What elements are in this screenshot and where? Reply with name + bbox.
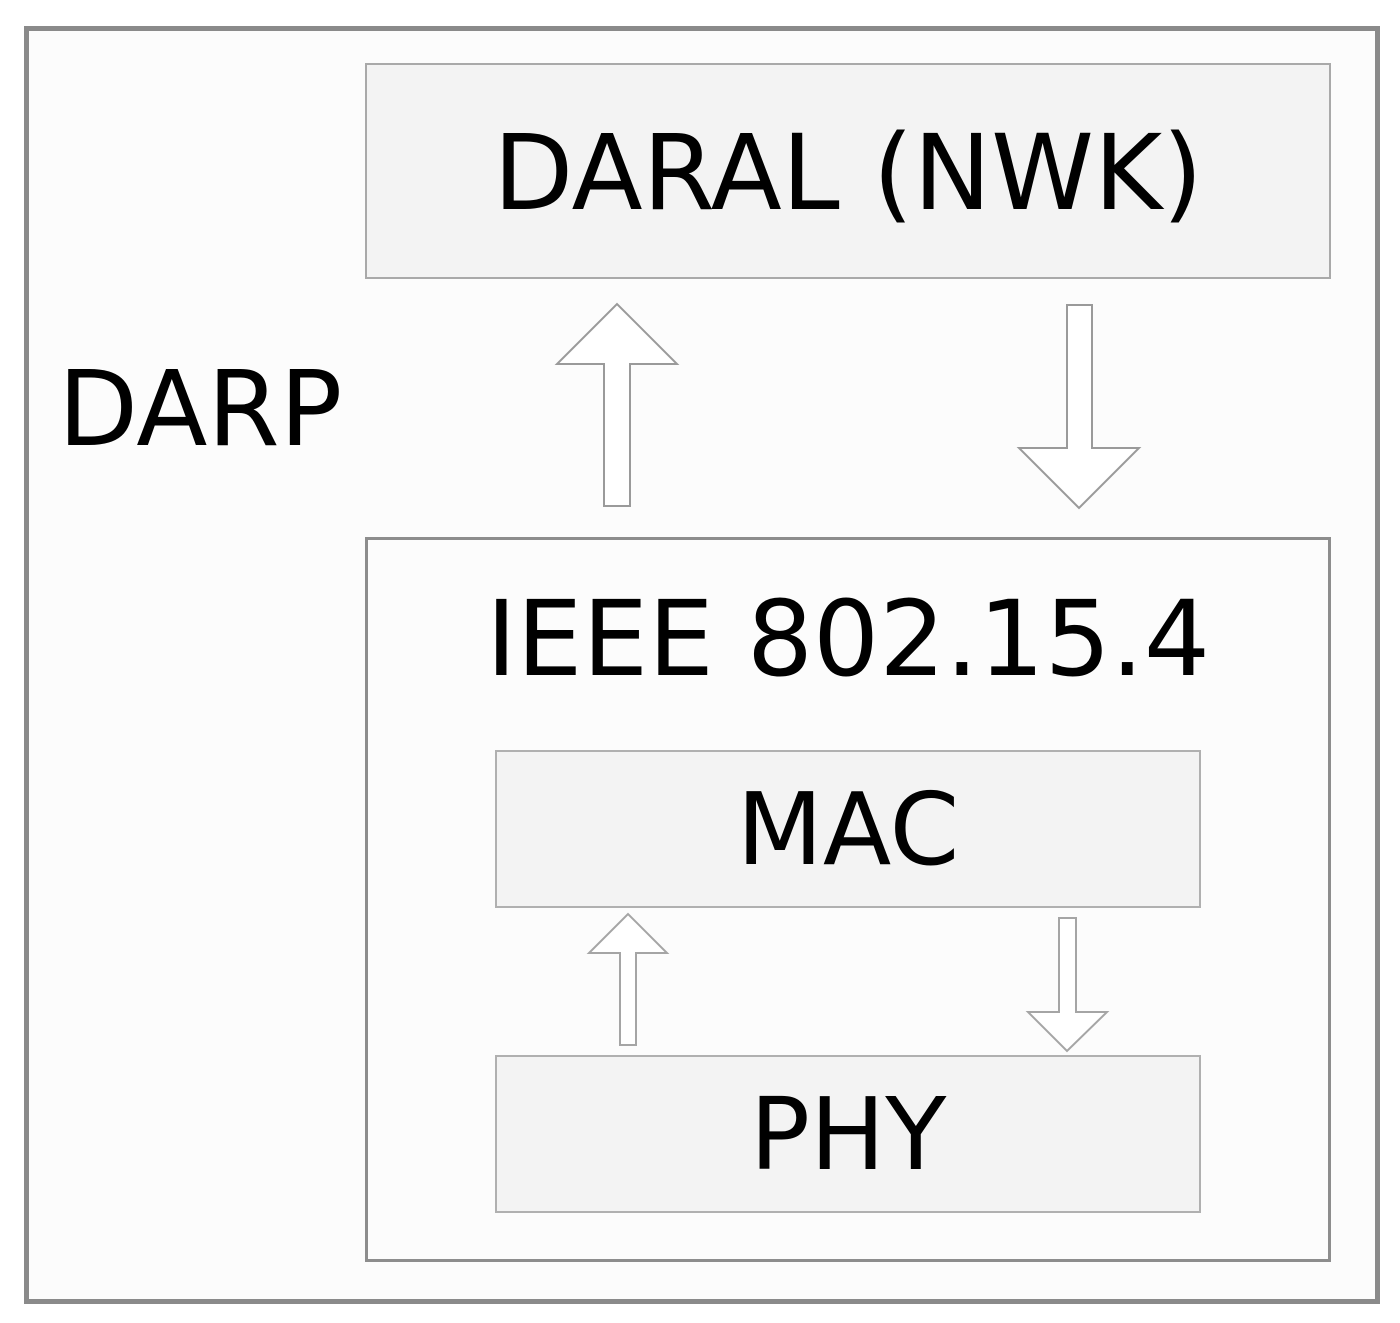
up-arrow-small-icon bbox=[586, 912, 670, 1046]
daral-nwk-label: DARAL (NWK) bbox=[493, 112, 1203, 234]
mac-label: MAC bbox=[736, 771, 960, 888]
up-arrow-icon bbox=[554, 302, 680, 507]
down-arrow-icon bbox=[1016, 304, 1142, 510]
down-arrow-small-icon bbox=[1025, 917, 1110, 1053]
mac-box: MAC bbox=[495, 750, 1201, 908]
ieee-802154-label: IEEE 802.15.4 bbox=[486, 578, 1210, 700]
phy-box: PHY bbox=[495, 1055, 1201, 1213]
daral-nwk-box: DARAL (NWK) bbox=[365, 63, 1331, 279]
phy-label: PHY bbox=[749, 1076, 947, 1193]
darp-label: DARP bbox=[58, 348, 343, 470]
